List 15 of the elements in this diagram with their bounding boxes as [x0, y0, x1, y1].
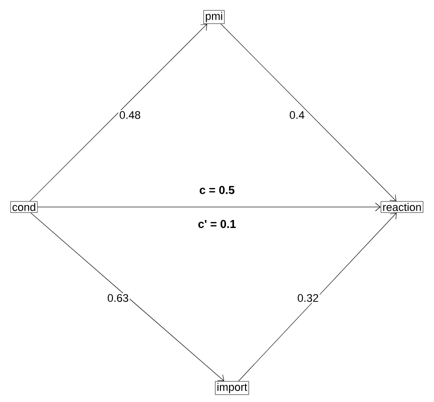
- coefficient-label: c' = 0.1: [198, 220, 236, 228]
- edge-label: c = 0.5: [200, 186, 234, 194]
- variable-box: pmi: [203, 10, 225, 24]
- edge-label: 0.32: [298, 294, 318, 302]
- edge-label: 0.4: [290, 111, 304, 119]
- arrow: [238, 212, 397, 382]
- edge-label: 0.48: [120, 111, 140, 119]
- edge-label: 0.63: [108, 294, 128, 302]
- variable-box: cond: [10, 201, 38, 213]
- arrow: [37, 202, 381, 212]
- variable-box: import: [215, 381, 249, 395]
- variable-box: reaction: [380, 201, 424, 213]
- arrow: [30, 212, 224, 382]
- arrow: [29, 24, 208, 202]
- arrow: [220, 24, 396, 202]
